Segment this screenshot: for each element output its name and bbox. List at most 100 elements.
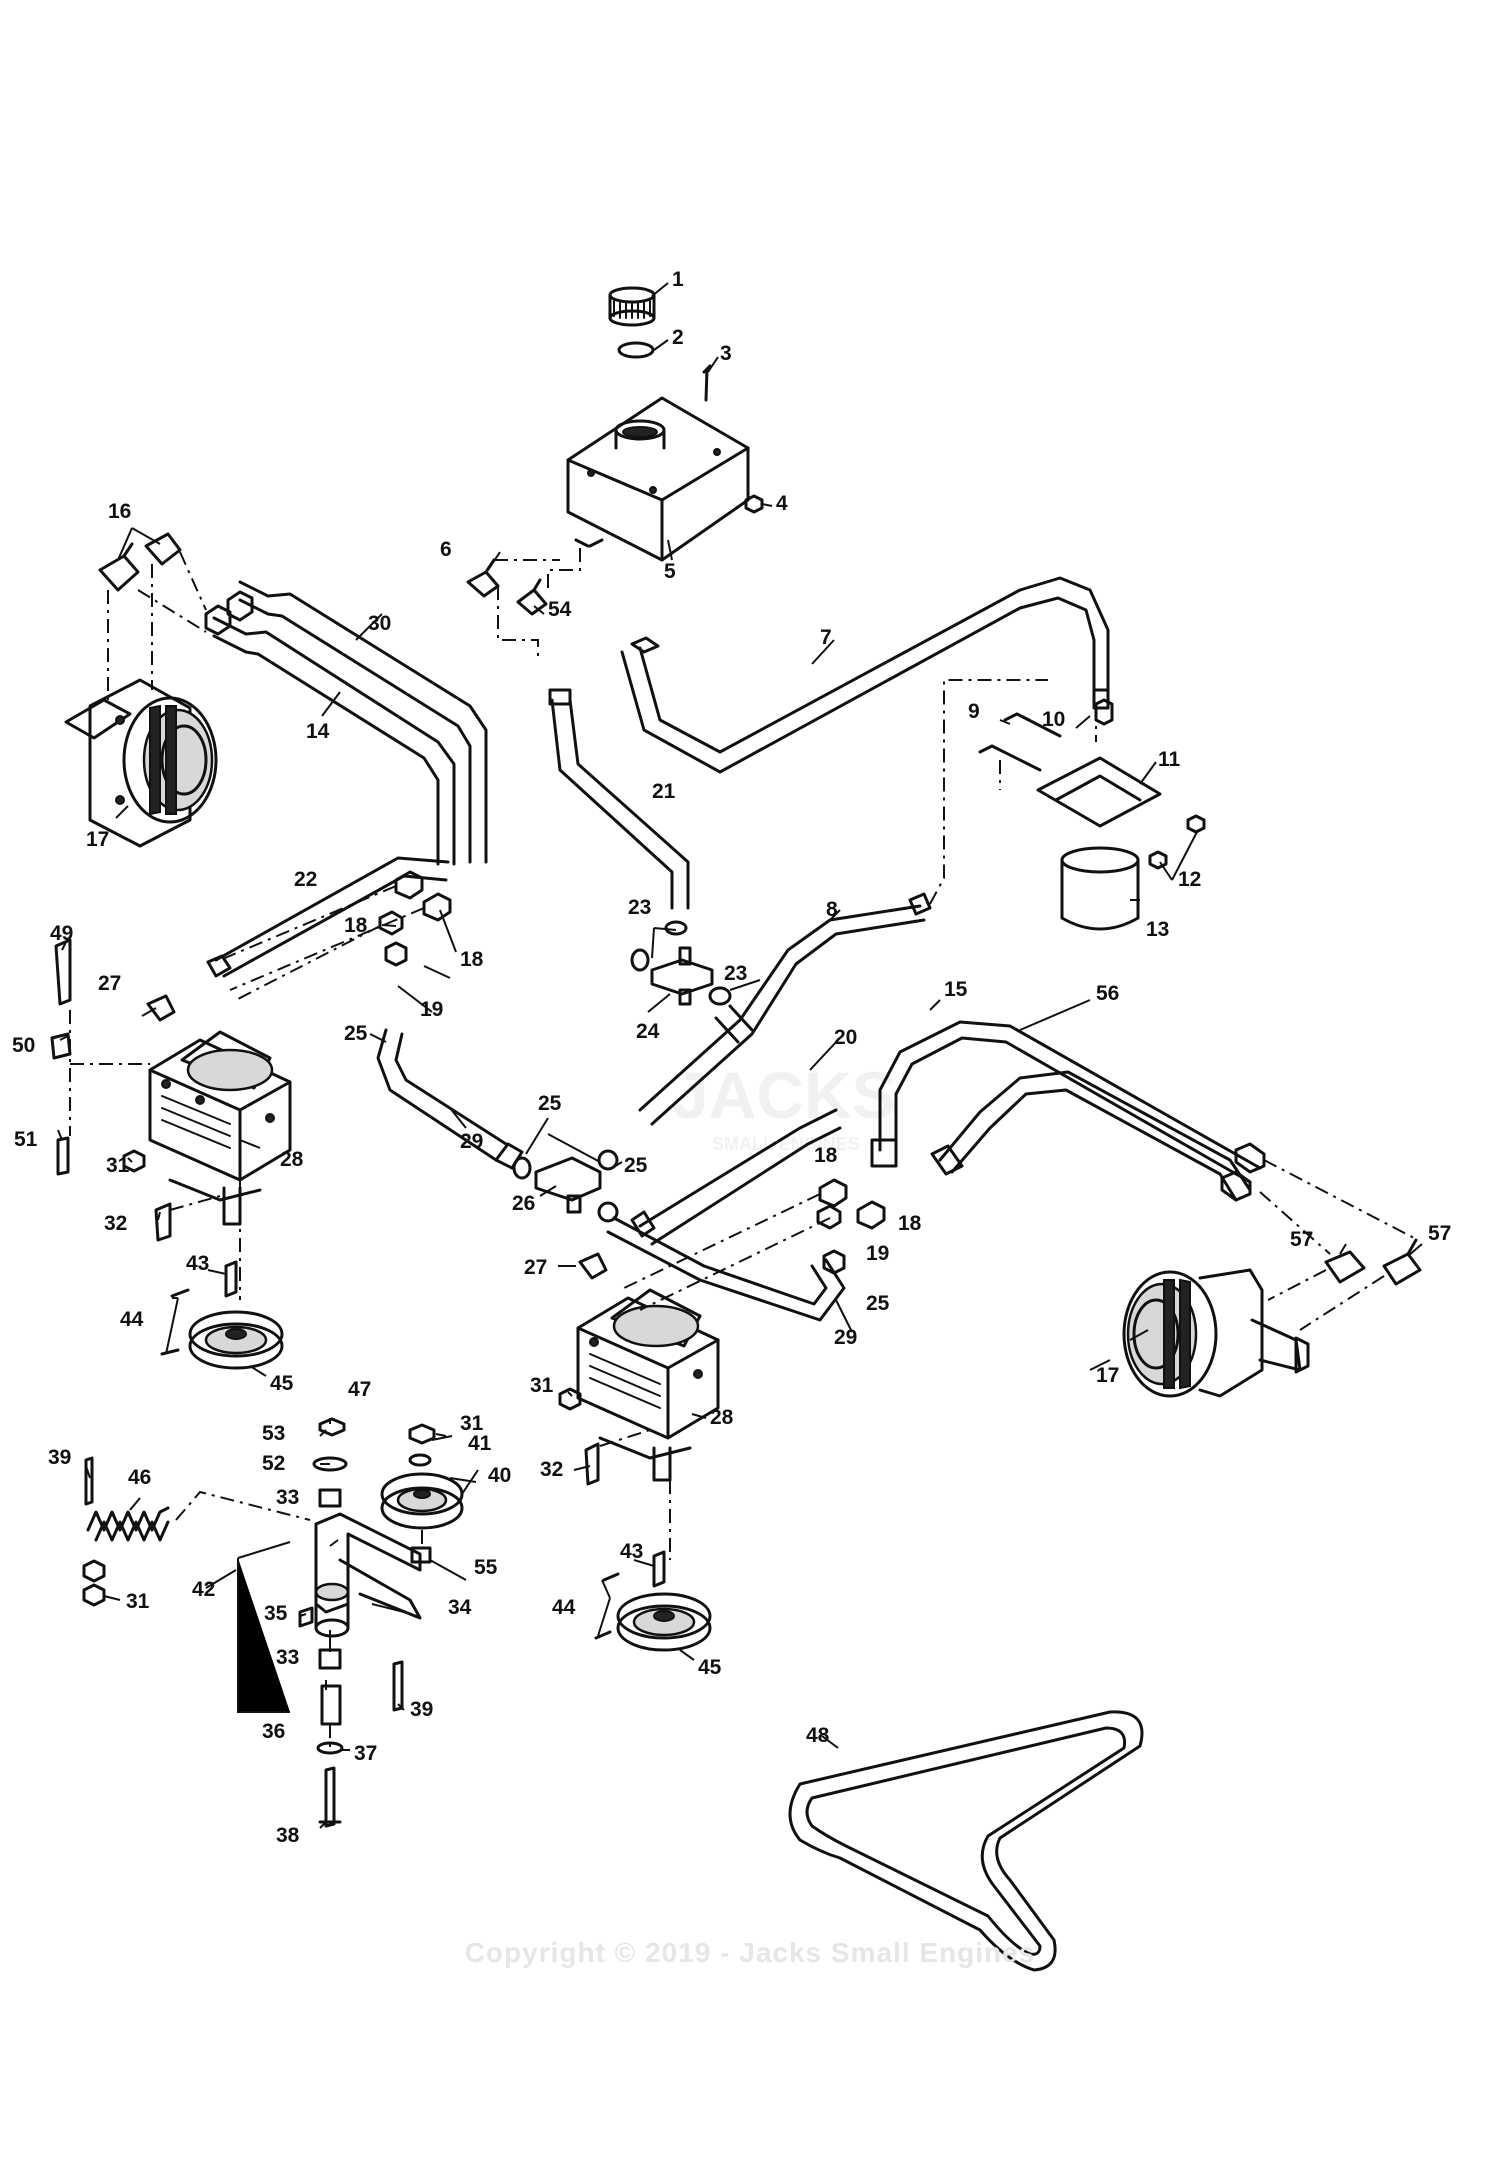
callout-37: 37: [354, 1742, 377, 1765]
callout-41: 41: [468, 1432, 492, 1455]
jacks-watermark-logo: JACKS SMALL ENGINES: [672, 1058, 896, 1154]
callout-23-a: 23: [628, 896, 651, 919]
tank-screw: [702, 364, 712, 402]
svg-text:JACKS: JACKS: [672, 1058, 896, 1132]
callout-31-b: 31: [530, 1374, 554, 1397]
callout-24: 24: [636, 1020, 660, 1043]
callout-25-a: 25: [344, 1022, 368, 1045]
callout-23-b: 23: [724, 962, 747, 985]
callout-27-b: 27: [524, 1256, 547, 1279]
fittings-left: [219, 870, 452, 1001]
callout-32-a: 32: [104, 1212, 127, 1235]
callout-43-a: 43: [186, 1252, 209, 1275]
wheel-motor-left: [64, 678, 218, 848]
callout-38: 38: [276, 1824, 300, 1847]
bolt-32-right: [584, 1442, 600, 1486]
callout-51: 51: [14, 1128, 38, 1151]
callout-21: 21: [652, 780, 676, 803]
callout-42: 42: [192, 1578, 215, 1601]
tee-fitting-24: [630, 920, 732, 1006]
washer-52: [312, 1456, 348, 1472]
elbow-fitting-54: [516, 578, 548, 616]
fitting-end: [204, 590, 254, 636]
pulley-45-left: [160, 1260, 284, 1370]
callout-6: 6: [440, 538, 452, 561]
callout-29-b: 29: [834, 1326, 857, 1349]
callout-54: 54: [548, 598, 572, 621]
copyright-notice: Copyright © 2019 - Jacks Small Engines: [464, 1937, 1036, 1968]
callout-12: 12: [1178, 868, 1201, 891]
callout-31-d: 31: [126, 1590, 150, 1613]
callout-29-a: 29: [460, 1130, 483, 1153]
hose-21: [548, 688, 690, 910]
callout-47: 47: [348, 1378, 371, 1401]
nut-31-right: [558, 1387, 582, 1411]
fittings-right: [578, 1178, 886, 1311]
callout-31-a: 31: [106, 1154, 130, 1177]
callout-labels: 1 2 3 4 5 6 54 7 8 9 10 11 12 13 14 15 1…: [12, 268, 1451, 1847]
callout-15: 15: [944, 978, 968, 1001]
callout-22: 22: [294, 868, 317, 891]
callout-44-b: 44: [552, 1596, 576, 1619]
idler-assembly: [82, 1417, 464, 1828]
callout-18-a: 18: [344, 914, 368, 937]
callout-45-b: 45: [698, 1656, 722, 1679]
hose-14: [212, 616, 456, 866]
callout-44-a: 44: [120, 1308, 144, 1331]
hose-30: [238, 580, 488, 864]
callout-33-a: 33: [276, 1486, 299, 1509]
callout-16: 16: [108, 500, 131, 523]
filter-canister: [1060, 846, 1140, 931]
callout-34: 34: [448, 1596, 472, 1619]
callout-3: 3: [720, 342, 732, 365]
callout-8: 8: [826, 898, 838, 921]
callout-56: 56: [1096, 982, 1119, 1005]
callout-53: 53: [262, 1422, 285, 1445]
tank-nut: [744, 494, 764, 514]
callout-28-a: 28: [280, 1148, 304, 1171]
callout-57-a: 57: [1290, 1228, 1313, 1251]
callout-52: 52: [262, 1452, 285, 1475]
hose-29-right: [606, 1216, 846, 1322]
elbow-fittings-57: [1259, 1159, 1422, 1331]
callout-57-b: 57: [1428, 1222, 1451, 1245]
tee-fitting-26: [512, 1149, 619, 1223]
callout-4: 4: [776, 492, 788, 515]
hose-56: [930, 1070, 1266, 1202]
callout-35: 35: [264, 1602, 288, 1625]
hose-7: [620, 576, 1110, 774]
callout-1: 1: [672, 268, 684, 291]
callout-48: 48: [806, 1724, 830, 1747]
callout-25-d: 25: [866, 1292, 890, 1315]
callout-2: 2: [672, 326, 684, 349]
elbow-27-left: [146, 994, 176, 1022]
elbow-fittings-16: [98, 532, 182, 700]
hydraulic-tank: [566, 396, 750, 562]
callout-26: 26: [512, 1192, 535, 1215]
callout-18-c: 18: [814, 1144, 838, 1167]
pin-51: [56, 1136, 70, 1176]
callout-13: 13: [1146, 918, 1169, 941]
callout-25-b: 25: [538, 1092, 562, 1115]
pulley-45-right: [594, 1550, 712, 1652]
cap-gasket: [617, 341, 655, 359]
callout-5: 5: [664, 560, 676, 583]
nut-31-left: [122, 1149, 146, 1173]
callout-55: 55: [474, 1556, 498, 1579]
hydraulic-pump-right: [576, 1288, 720, 1482]
hose-8: [638, 679, 1048, 1126]
tank-assembly: [466, 286, 764, 660]
elbow-fitting: [466, 558, 500, 598]
callout-39-a: 39: [48, 1446, 71, 1469]
callout-40: 40: [488, 1464, 511, 1487]
spring-46: [86, 1506, 170, 1542]
bolt-32-left: [154, 1202, 172, 1242]
callout-33-b: 33: [276, 1646, 299, 1669]
callout-31-c: 31: [460, 1412, 484, 1435]
callout-9: 9: [968, 700, 980, 723]
callout-14: 14: [306, 720, 330, 743]
callout-45-a: 45: [270, 1372, 294, 1395]
hose-22: [206, 856, 450, 978]
callout-36: 36: [262, 1720, 285, 1743]
